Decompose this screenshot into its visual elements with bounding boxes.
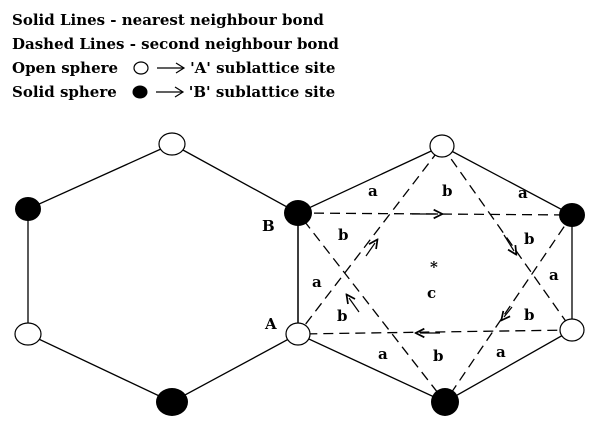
legend-solid-sphere-desc: 'B' sublattice site <box>188 83 336 101</box>
open-sphere <box>429 134 455 158</box>
open-sphere <box>158 132 186 156</box>
bond-label-a: a <box>496 343 506 361</box>
open-sphere <box>559 318 585 342</box>
bond-direction-arrows <box>349 214 514 333</box>
bond-label-b: b <box>338 226 349 244</box>
solid-sphere <box>15 197 41 221</box>
legend-solid-sphere-label: Solid sphere <box>12 83 117 101</box>
solid-sphere-icon <box>132 85 148 99</box>
open-sphere <box>14 322 42 346</box>
a-sublattice-sites <box>14 132 585 346</box>
open-sphere <box>285 322 311 346</box>
legend-solid-lines-text: Solid Lines - nearest neighbour bond <box>12 11 324 29</box>
legend: Solid Lines - nearest neighbour bond Das… <box>12 8 339 104</box>
left-hexagon <box>27 143 299 403</box>
open-sphere-icon <box>133 61 149 75</box>
legend-dashed-lines-text: Dashed Lines - second neighbour bond <box>12 35 339 53</box>
bond-label-a: a <box>312 273 322 291</box>
legend-solid-sphere: Solid sphere 'B' sublattice site <box>12 80 339 104</box>
site-label-a: A <box>264 315 277 333</box>
legend-open-sphere-desc: 'A' sublattice site <box>190 59 336 77</box>
solid-sphere <box>156 388 188 416</box>
bond-label-b: b <box>337 307 348 325</box>
solid-sphere <box>559 203 585 227</box>
solid-sphere <box>284 200 312 226</box>
solid-sphere <box>431 388 459 416</box>
center-mark: * <box>430 258 438 276</box>
bond-label-a: a <box>518 184 528 202</box>
b-sublattice-sites <box>15 197 585 416</box>
bond-label-b: b <box>524 230 535 248</box>
center-label: c <box>427 284 436 302</box>
arrow-right-icon <box>157 62 186 74</box>
bond-label-b: b <box>524 306 535 324</box>
arrow-right-icon <box>155 86 184 98</box>
bond-label-b: b <box>433 347 444 365</box>
bond-label-a: a <box>368 182 378 200</box>
bond-label-a: a <box>378 345 388 363</box>
bond-label-a: a <box>549 266 559 284</box>
site-label-b: B <box>262 217 275 235</box>
legend-solid-lines: Solid Lines - nearest neighbour bond <box>12 8 339 32</box>
legend-open-sphere: Open sphere 'A' sublattice site <box>12 56 339 80</box>
legend-dashed-lines: Dashed Lines - second neighbour bond <box>12 32 339 56</box>
bond-label-b: b <box>442 182 453 200</box>
legend-open-sphere-label: Open sphere <box>12 59 119 77</box>
